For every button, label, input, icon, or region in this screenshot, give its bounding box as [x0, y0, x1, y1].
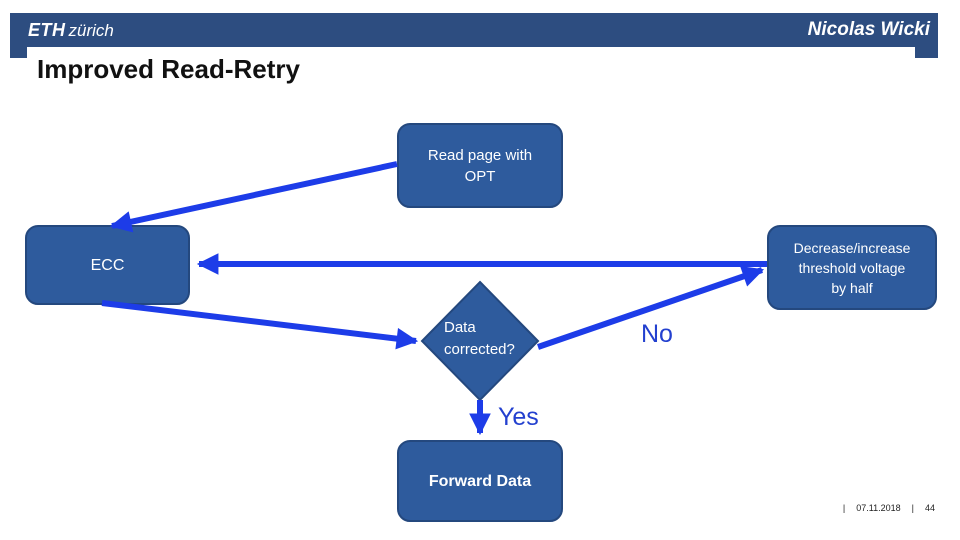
flow-node-read-page-opt: Read page with OPT	[397, 123, 563, 208]
header-bar: ETH zürich Nicolas Wicki	[10, 13, 938, 47]
eth-logo: ETH zürich	[28, 20, 114, 41]
flow-node-ecc: ECC	[25, 225, 190, 305]
flow-node-read-page-opt-line1: Read page with	[427, 146, 533, 164]
flow-node-forward-data: Forward Data	[397, 440, 563, 522]
header-right-tab	[915, 46, 938, 58]
flow-node-forward-data-label: Forward Data	[428, 472, 532, 490]
slide-footer: | 07.11.2018 | 44	[843, 503, 935, 513]
footer-page-number: 44	[924, 503, 935, 513]
eth-logo-city: zürich	[68, 20, 114, 40]
eth-logo-mark: ETH	[28, 19, 66, 40]
edge-label-no: No	[641, 320, 673, 348]
footer-divider: |	[842, 503, 846, 513]
flow-node-ecc-label: ECC	[90, 256, 125, 274]
header-left-tab	[10, 46, 27, 58]
arrow-readopt-to-ecc	[109, 161, 398, 233]
footer-divider: |	[911, 503, 914, 513]
flow-node-data-corrected: Data corrected?	[444, 317, 515, 361]
flow-node-data-corrected-line1: Data	[444, 319, 476, 336]
slide-title: Improved Read-Retry	[37, 54, 300, 84]
flow-node-decrease-line1: Decrease/increase	[793, 239, 911, 256]
flow-node-decrease-line2: threshold voltage	[798, 259, 906, 276]
flow-node-decrease-line3: by half	[831, 279, 873, 296]
flow-node-read-page-opt-line2: OPT	[464, 167, 496, 185]
flow-node-data-corrected-line2: corrected?	[444, 341, 515, 358]
author-name: Nicolas Wicki	[807, 19, 930, 40]
edge-label-yes: Yes	[498, 403, 539, 431]
footer-date: 07.11.2018	[856, 503, 901, 513]
arrow-ecc-to-decision	[101, 300, 419, 350]
flow-node-decrease-threshold: Decrease/increase threshold voltage by h…	[767, 225, 937, 310]
